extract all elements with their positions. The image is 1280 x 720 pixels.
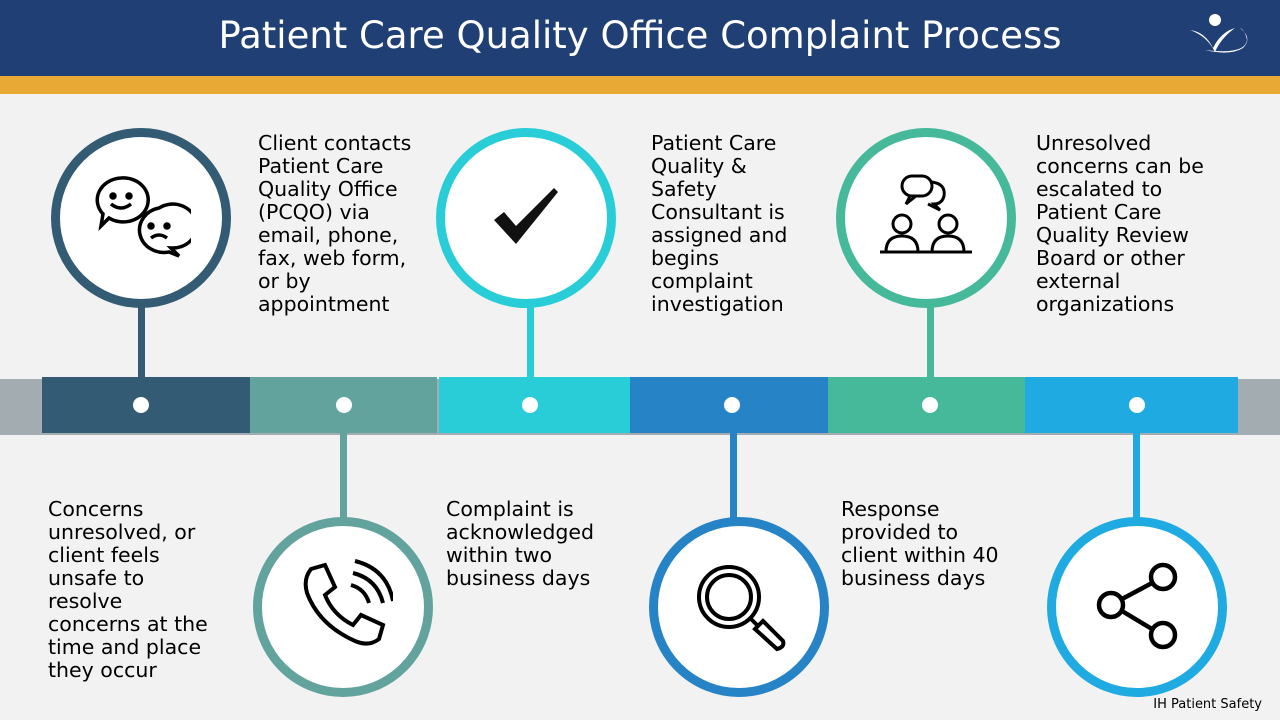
timeline-dot — [1129, 397, 1145, 413]
step-2-text: Client contacts Patient Care Quality Off… — [258, 131, 412, 316]
stem-5 — [927, 300, 934, 380]
step-3-circle — [436, 128, 616, 308]
share-icon — [1096, 562, 1178, 650]
timeline-dot — [522, 397, 538, 413]
step-4-circle — [649, 517, 829, 697]
stem-1 — [138, 300, 145, 380]
magnifier-icon — [697, 565, 786, 652]
footer-label: IH Patient Safety — [1153, 697, 1262, 712]
stem-3 — [527, 300, 534, 380]
step-2-circle — [253, 517, 433, 697]
step-6-circle — [1047, 517, 1227, 697]
people-discussion-icon — [880, 174, 972, 254]
step-6-text: Unresolved concerns can be escalated to … — [1036, 131, 1204, 316]
logo-icon — [1190, 14, 1248, 53]
step-3-text: Complaint is acknowledged within two bus… — [446, 497, 594, 590]
stem-6 — [1133, 433, 1140, 523]
stem-2 — [340, 433, 347, 523]
header-bar — [0, 0, 1280, 76]
timeline-dot — [336, 397, 352, 413]
timeline-dot — [922, 397, 938, 413]
step-1-text: Concerns unresolved, or client feels uns… — [48, 497, 208, 682]
timeline-dot — [133, 397, 149, 413]
phone-icon — [303, 559, 393, 646]
chat-faces-icon — [95, 176, 191, 258]
stem-4 — [730, 433, 737, 523]
checkmark-icon — [494, 188, 558, 244]
step-5-circle — [836, 128, 1016, 308]
step-4-text: Patient Care Quality & Safety Consultant… — [651, 131, 788, 316]
step-1-circle — [51, 128, 231, 308]
timeline-dot — [724, 397, 740, 413]
accent-stripe — [0, 76, 1280, 94]
page-title: Patient Care Quality Office Complaint Pr… — [218, 14, 1062, 57]
step-5-text: Response provided to client within 40 bu… — [841, 497, 999, 590]
